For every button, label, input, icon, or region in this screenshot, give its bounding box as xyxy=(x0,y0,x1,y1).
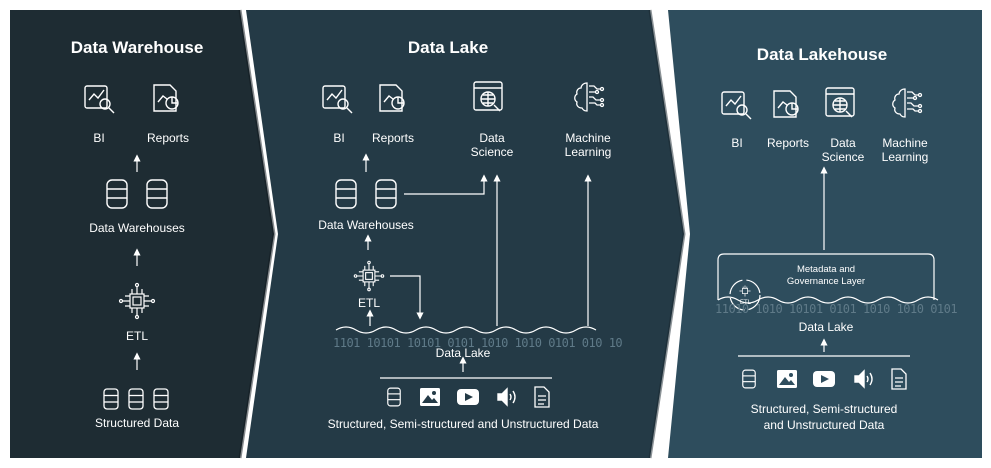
panel-data-lake xyxy=(246,10,684,458)
warehouse-data-warehouses-label: Data Warehouses xyxy=(89,221,185,235)
bi-chart-icon xyxy=(83,82,115,119)
metadata-governance-label: Metadata and Governance Layer xyxy=(786,264,866,287)
lakehouse-data-lake-label: Data Lake xyxy=(798,320,854,334)
lakehouse-wave xyxy=(717,296,939,304)
lake-data-lake-label: Data Lake xyxy=(435,346,491,360)
arrow-etl-to-lake xyxy=(390,275,424,320)
data-science-icon xyxy=(472,80,506,119)
lake-wave xyxy=(335,326,597,334)
panel-data-warehouse xyxy=(10,10,274,458)
lake-binary-stream: 1101 10101 10101 0101 1010 1010 0101 010… xyxy=(333,336,623,350)
database-icon xyxy=(741,368,757,395)
database-icon xyxy=(374,178,400,215)
bi-chart-icon xyxy=(720,88,752,125)
lake-etl-label: ETL xyxy=(357,296,381,310)
database-icon xyxy=(145,178,171,215)
bi-chart-icon xyxy=(321,82,353,119)
lakehouse-title: Data Lakehouse xyxy=(756,45,888,64)
warehouse-bi-label: BI xyxy=(93,131,105,145)
database-icon xyxy=(386,386,402,413)
lake-sources-label: Structured, Semi-structured and Unstruct… xyxy=(327,417,599,431)
lake-bi-label: BI xyxy=(333,131,345,145)
lakehouse-sources-label: Structured, Semi-structured and Unstruct… xyxy=(750,402,898,432)
audio-speaker-icon xyxy=(496,387,518,412)
etl-chip-icon xyxy=(118,282,156,325)
brain-icon xyxy=(889,86,923,125)
data-science-icon xyxy=(824,86,858,125)
lake-data-warehouses-label: Data Warehouses xyxy=(318,218,414,232)
document-icon xyxy=(891,368,907,395)
etl-chip-icon xyxy=(737,284,753,303)
etl-cycle-ring xyxy=(729,279,761,311)
database-icon xyxy=(334,178,360,215)
metadata-layer-box xyxy=(717,253,935,300)
lake-title: Data Lake xyxy=(407,38,489,57)
etl-badge-label: ETL xyxy=(740,300,752,306)
lake-machine-learning-label: Machine Learning xyxy=(564,131,612,159)
lakehouse-data-science-label: Data Science xyxy=(821,136,865,164)
video-play-icon xyxy=(457,389,479,410)
document-icon xyxy=(534,386,550,413)
reports-chart-icon xyxy=(376,82,408,119)
warehouse-etl-label: ETL xyxy=(125,329,149,343)
audio-speaker-icon xyxy=(853,369,875,394)
database-icon xyxy=(105,178,131,215)
database-icon xyxy=(152,387,170,416)
image-icon xyxy=(420,388,440,411)
lakehouse-reports-label: Reports xyxy=(766,136,810,150)
lake-data-science-label: Data Science xyxy=(470,131,514,159)
reports-chart-icon xyxy=(770,88,802,125)
video-play-icon xyxy=(813,371,835,392)
lake-reports-label: Reports xyxy=(371,131,415,145)
lakehouse-bi-label: BI xyxy=(731,136,743,150)
etl-chip-icon xyxy=(353,260,385,297)
lakehouse-binary-stream: 11010 1010 10101 0101 1010 1010 0101 xyxy=(715,302,958,316)
panel-data-lakehouse xyxy=(668,10,982,458)
lakehouse-machine-learning-label: Machine Learning xyxy=(881,136,929,164)
reports-chart-icon xyxy=(150,82,182,119)
warehouse-title: Data Warehouse xyxy=(70,38,204,57)
image-icon xyxy=(777,370,797,393)
arrow-warehouses-to-ds xyxy=(404,174,488,195)
warehouse-reports-label: Reports xyxy=(146,131,190,145)
brain-icon xyxy=(571,80,605,119)
warehouse-structured-data-label: Structured Data xyxy=(94,416,180,430)
database-icon xyxy=(127,387,145,416)
database-icon xyxy=(102,387,120,416)
